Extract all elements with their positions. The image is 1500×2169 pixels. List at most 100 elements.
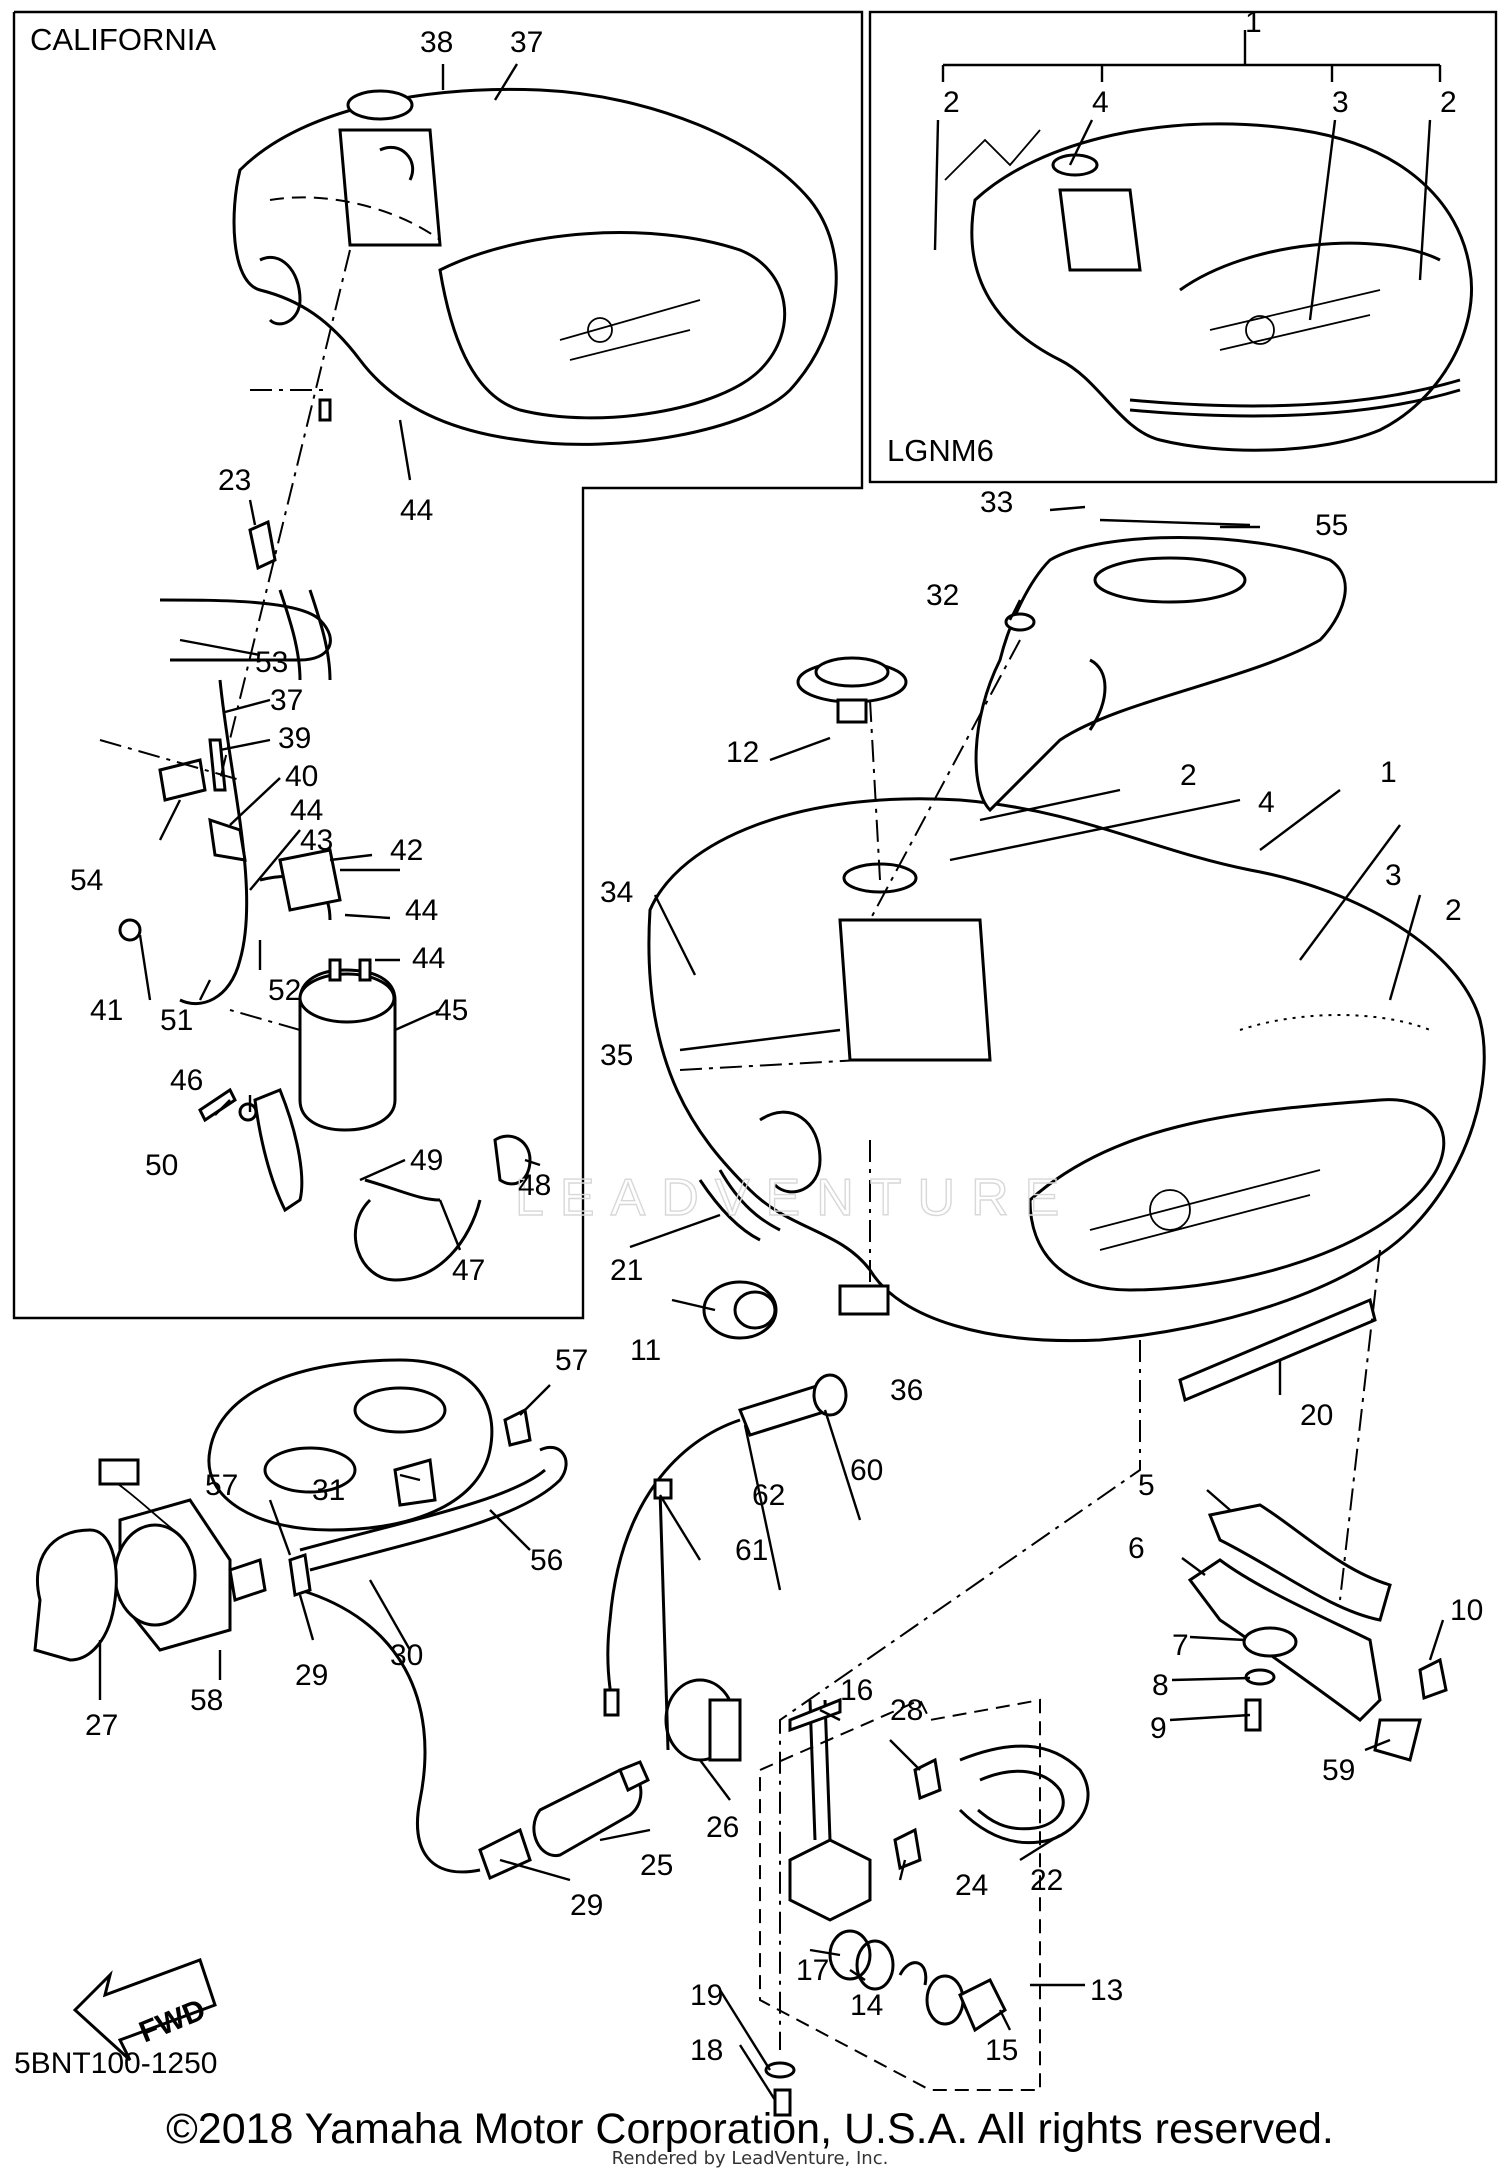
callout-58: 58 [190,1684,223,1717]
callout-3: 3 [1385,859,1402,892]
callout-49: 49 [410,1144,443,1177]
callout-11: 11 [630,1334,661,1367]
lgnm6-title: LGNM6 [887,433,994,468]
callout-9: 9 [1150,1712,1167,1745]
breather-hose-icon [278,589,332,681]
callout-16: 16 [840,1674,873,1707]
callout-19: 19 [690,1979,723,2012]
fuel-cap-icon [796,656,908,724]
hose-51-icon [179,679,249,1006]
copyright-notice: ©2018 Yamaha Motor Corporation, U.S.A. A… [166,2105,1334,2153]
callout-8: 8 [1152,1669,1169,1702]
callout-2: 2 [1445,894,1462,927]
callout-45: 45 [435,994,468,1027]
callout-2: 2 [1180,759,1197,792]
starter-cable-icon [603,1373,848,1751]
callout-62: 62 [752,1479,785,1512]
callout-4: 4 [1092,86,1109,119]
callout-43: 43 [300,824,333,857]
callout-54: 54 [70,864,103,897]
fwd-arrow-icon: FWD [72,1958,217,2062]
callout-35: 35 [600,1039,633,1072]
callout-12: 12 [726,736,759,769]
callout-41: 41 [90,994,123,1027]
callout-39: 39 [278,722,311,755]
callout-24: 24 [955,1869,988,1902]
clamp-23-icon [248,519,277,571]
fuel-hose-56-icon [309,1445,568,1572]
callout-55: 55 [1315,509,1348,542]
fuel-hose-22-icon [893,1744,1090,1871]
callout-1: 1 [1380,756,1397,789]
callout-20: 20 [1300,1399,1333,1432]
callout-28: 28 [890,1694,923,1727]
callout-29: 29 [570,1889,603,1922]
callout-60: 60 [850,1454,883,1487]
callout-7: 7 [1172,1629,1189,1662]
callout-29: 29 [295,1659,328,1692]
callout-4: 4 [1258,786,1275,819]
callout-42: 42 [390,834,423,867]
fuel-tank-icon [232,87,838,446]
leader-lines [99,249,1381,2050]
clamp-48-icon [493,1134,532,1186]
callout-17: 17 [796,1954,829,1987]
intake-icon [207,1358,494,1532]
callout-44: 44 [405,894,438,927]
main-fuel-tank-icon [647,797,1486,1343]
damper-icon [838,1284,890,1316]
lgnm6-tank-icon [944,122,1473,452]
canister-icon [238,958,482,1282]
strip-21-icon [698,1169,781,1242]
callout-27: 27 [85,1709,118,1742]
callout-61: 61 [735,1534,768,1567]
hose-44-icon [318,398,332,422]
callout-5: 5 [1138,1469,1155,1502]
callout-57: 57 [555,1344,588,1377]
callout-34: 34 [600,876,633,909]
lgnm6-inset: LGNM6 [868,10,1498,484]
callout-1: 1 [1245,6,1262,39]
bolt-41-icon [118,918,142,942]
callout-59: 59 [1322,1754,1355,1787]
callout-3: 3 [1332,86,1349,119]
callout-32: 32 [926,579,959,612]
clip-29b-icon [478,1827,532,1881]
callout-52: 52 [268,974,301,1007]
callout-40: 40 [285,760,318,793]
fuel-cock-icon [759,1697,1041,2117]
callout-14: 14 [850,1989,883,2022]
callout-10: 10 [1450,1594,1483,1627]
strip-20-icon [1178,1297,1377,1403]
fuel-hose-56-edge [299,1468,546,1552]
callout-44: 44 [412,942,445,975]
cushion-icon [702,1280,778,1340]
callout-37: 37 [510,26,543,59]
callout-48: 48 [518,1169,551,1202]
callout-30: 30 [390,1639,423,1672]
callout-22: 22 [1030,1864,1063,1897]
callout-44: 44 [400,494,433,527]
fuel-filter-icon [532,1678,742,1857]
clip-57-icon [503,1407,532,1447]
hose-53-icon [159,598,332,662]
bracket-icon [1187,1503,1448,1762]
callout-31: 31 [312,1474,345,1507]
callout-21: 21 [610,1254,643,1287]
callout-15: 15 [985,2034,1018,2067]
callout-25: 25 [640,1849,673,1882]
callout-18: 18 [690,2034,723,2067]
diagram-code: 5BNT100-1250 [14,2047,218,2080]
callout-leaders [98,30,1445,2101]
callout-46: 46 [170,1064,203,1097]
bolt-50-icon [198,1087,237,1123]
california-title: CALIFORNIA [30,22,216,57]
callout-2: 2 [943,86,960,119]
callout-51: 51 [160,1004,193,1037]
callout-6: 6 [1128,1532,1145,1565]
callout-57: 57 [205,1469,238,1502]
callout-38: 38 [420,26,453,59]
callout-37: 37 [270,684,303,717]
fuel-hose-30-icon [299,1588,481,1874]
